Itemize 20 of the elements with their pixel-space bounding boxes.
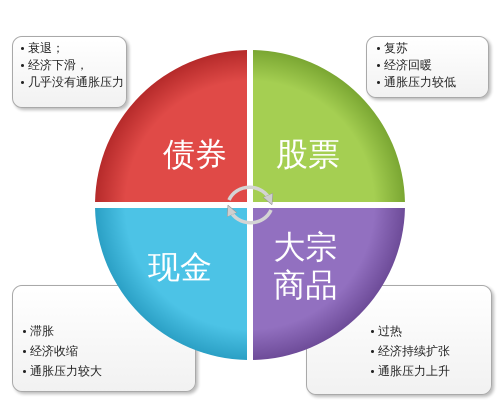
bullet-item: 过热 [371, 324, 402, 339]
curved-arrow [227, 186, 273, 205]
bullet-item: 经济回暖 [377, 58, 432, 72]
bullet-item: 复苏 [377, 41, 408, 55]
bullet-item: 几乎没有通胀压力 [21, 75, 124, 89]
bullet-item: 通胀压力较低 [377, 75, 456, 89]
text-box [12, 36, 127, 108]
quadrant-label: 现金 [147, 248, 213, 286]
quadrant-label: 股票 [275, 135, 341, 173]
quadrant-label: 债券 [162, 135, 228, 173]
bullet-item: 滞胀 [23, 324, 54, 339]
bullet-item: 经济持续扩张 [371, 344, 450, 359]
bullet-item: 衰退； [21, 41, 64, 55]
curved-arrow [227, 205, 273, 224]
text-box [366, 36, 489, 98]
bullet-item: 经济下滑， [21, 58, 88, 72]
bullet-item: 通胀压力较大 [23, 364, 102, 379]
bullet-item: 通胀压力上升 [371, 364, 450, 379]
quadrant-label: 大宗商品 [272, 228, 338, 304]
bullet-item: 经济收缩 [23, 344, 78, 359]
